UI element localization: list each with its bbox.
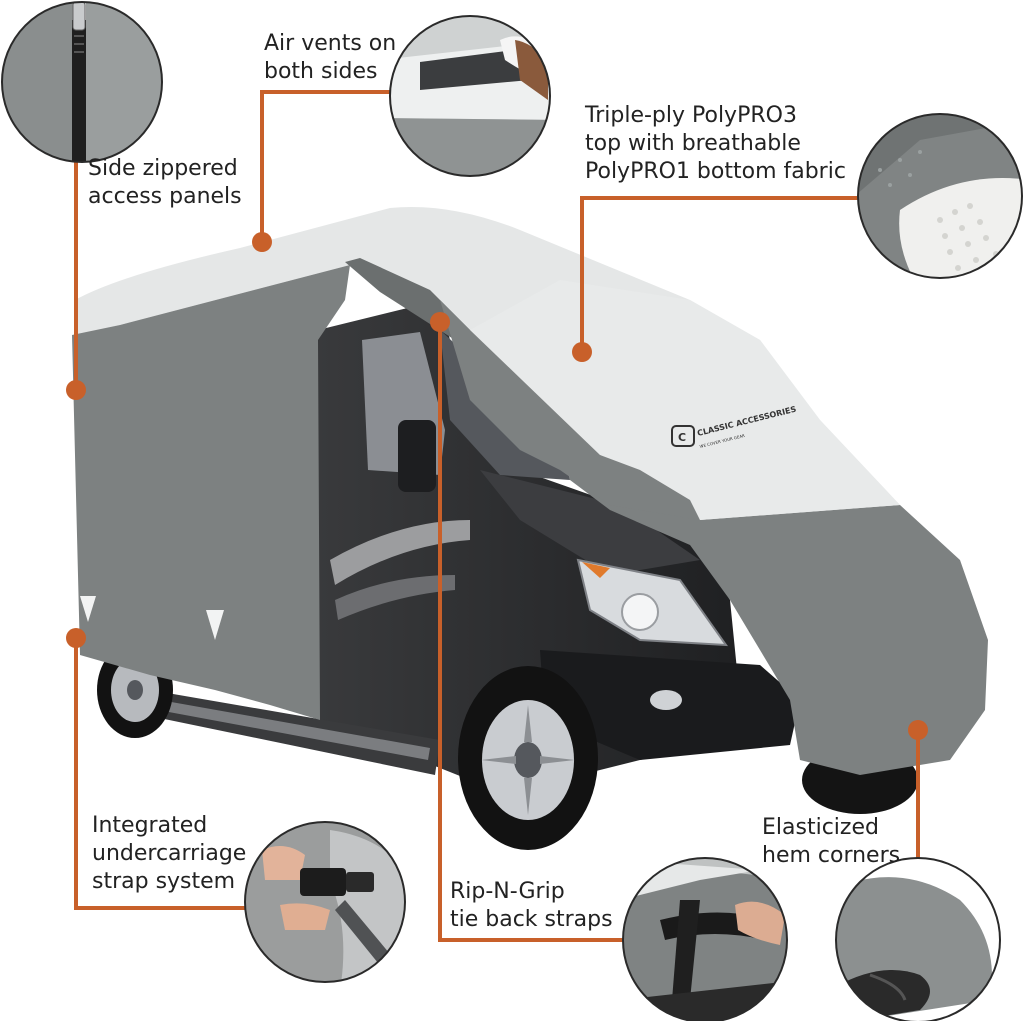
side-mirror [398,420,436,492]
body-decal-2 [335,575,455,620]
cover-side-panel [72,265,350,720]
line-rip-n-grip [438,322,625,942]
callout-dots [66,232,928,740]
label-line: undercarriage [92,841,247,866]
hood [480,470,700,575]
zipper-icon [1,1,163,163]
line-triple-ply [580,196,860,352]
label-line: top with breathable [585,131,801,156]
side-reflector [80,596,96,622]
label-air-vents: Air vents on both sides [264,30,396,86]
air-vent-icon [389,15,551,177]
label-undercarriage-strap: Integrated undercarriage strap system [92,812,246,896]
body-decal [330,520,470,585]
label-line: Elasticized [762,815,879,840]
label-side-zippered-access-panels: Side zippered access panels [88,155,242,211]
turn-signal [582,562,610,578]
cover-front-light [470,280,900,520]
label-elasticized-hem: Elasticized hem corners [762,814,900,870]
svg-text:C: C [678,431,686,444]
label-triple-ply-top: Triple-ply PolyPRO3 top with breathable … [585,102,846,186]
label-line: both sides [264,59,378,84]
front-wheel [458,666,598,850]
side-reflector-2 [206,610,224,640]
label-line: Side zippered [88,156,238,181]
headlight-lamp [621,593,659,631]
cover-hood [560,440,988,775]
running-board-step [158,700,430,760]
label-line: strap system [92,869,236,894]
label-line: tie back straps [450,907,613,932]
label-line: Integrated [92,813,208,838]
label-rip-n-grip: Rip-N-Grip tie back straps [450,878,613,934]
label-line: Triple-ply PolyPRO3 [585,103,797,128]
label-line: PolyPRO1 bottom fabric [585,159,846,184]
label-line: Rip-N-Grip [450,879,565,904]
velcro-strap-icon [622,857,788,1023]
cover-windshield-shroud [440,300,700,520]
label-line: access panels [88,184,242,209]
line-undercarriage [74,638,248,910]
label-line: hem corners [762,843,901,868]
fog-light [650,690,682,710]
line-air-vents [260,90,390,242]
label-line: Air vents on [264,31,397,56]
buckle-strap-icon [244,821,406,983]
fabric-layers-icon [857,113,1023,279]
elastic-hem-icon [835,857,1001,1023]
callout-lines [74,90,920,942]
rv-cover: C CLASSIC ACCESSORIES WE COVER YOUR GEAR [72,206,988,775]
